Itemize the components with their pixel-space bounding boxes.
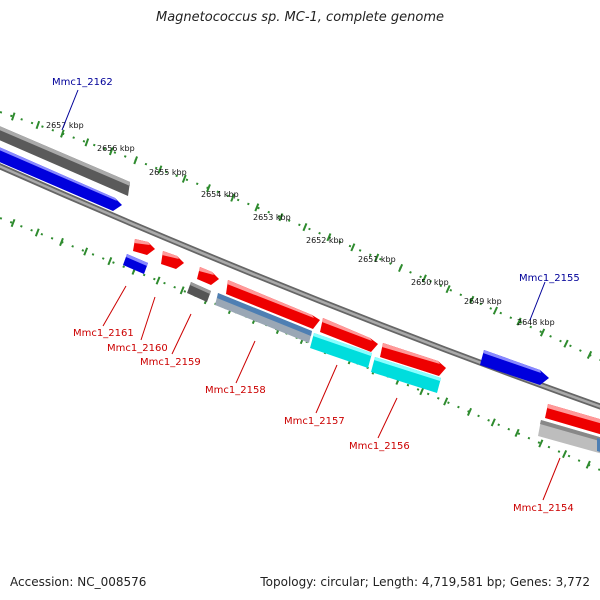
feature-gray-outer	[0, 126, 130, 196]
major-tick	[398, 263, 404, 273]
major-tick	[586, 350, 593, 359]
major-tick	[538, 439, 544, 448]
feature-mmc1-2159	[197, 267, 219, 285]
major-tick	[443, 397, 449, 406]
major-tick	[374, 253, 380, 262]
scale-label: 2651 kbp	[358, 255, 396, 264]
major-tick	[326, 233, 332, 242]
scale-label: 2655 kbp	[149, 168, 187, 177]
major-tick	[59, 237, 64, 247]
feature-mmc1-2158	[226, 280, 320, 329]
scale-label: 2653 kbp	[253, 213, 291, 222]
map-title: Magnetococcus sp. MC-1, complete genome	[155, 10, 445, 25]
major-tick	[445, 285, 451, 294]
major-tick	[350, 243, 356, 252]
major-tick	[278, 213, 284, 222]
leader-lines	[61, 89, 561, 501]
scale-labels: 2657 kbp 2656 kbp 2655 kbp 2654 kbp 2653…	[46, 121, 555, 327]
feature-mmc1-2155	[480, 350, 549, 385]
gene-labels: Mmc1_2162 Mmc1_2161 Mmc1_2160 Mmc1_2159 …	[52, 77, 580, 514]
major-tick	[421, 274, 427, 283]
gene-label-mmc1-2156: Mmc1_2156	[349, 441, 410, 452]
major-tick	[585, 460, 591, 469]
genome-summary-text: Topology: circular; Length: 4,719,581 bp…	[260, 575, 590, 589]
scale-label: 2657 kbp	[46, 121, 84, 130]
scale-label: 2654 kbp	[201, 190, 239, 199]
major-tick	[466, 407, 473, 416]
gene-label-mmc1-2155: Mmc1_2155	[519, 273, 580, 284]
feature-mmc1-2162	[0, 147, 122, 211]
major-tick	[302, 223, 308, 232]
major-tick	[469, 295, 475, 304]
major-tick	[10, 218, 16, 228]
feature-mmc1-2156	[380, 343, 446, 376]
major-tick	[34, 228, 40, 237]
major-tick	[492, 306, 499, 315]
tick-ring-lower	[0, 217, 600, 471]
feature-mmc1-2160	[161, 251, 184, 269]
feature-gray-small	[187, 282, 211, 302]
major-tick	[206, 184, 211, 193]
scale-label: 2650 kbp	[411, 278, 449, 287]
feature-cyan-a	[310, 333, 372, 368]
major-tick	[107, 257, 113, 266]
feature-steel-band	[215, 293, 312, 343]
gene-label-mmc1-2162: Mmc1_2162	[52, 77, 113, 88]
gene-label-mmc1-2161: Mmc1_2161	[73, 328, 134, 339]
feature-gray-right	[538, 420, 600, 454]
major-tick	[60, 129, 65, 138]
major-tick	[539, 328, 546, 337]
major-tick	[35, 120, 41, 130]
scale-label: 2656 kbp	[97, 144, 135, 153]
gene-label-mmc1-2160: Mmc1_2160	[107, 343, 168, 354]
scale-label: 2649 kbp	[464, 297, 502, 306]
gene-label-mmc1-2154: Mmc1_2154	[513, 503, 574, 514]
major-tick	[230, 193, 236, 202]
major-tick	[254, 203, 260, 212]
feature-mmc1-2157	[320, 318, 378, 352]
feature-mmc1-2161	[133, 239, 155, 255]
accession-text: Accession: NC_008576	[10, 575, 147, 589]
major-tick	[155, 276, 161, 285]
gene-label-mmc1-2157: Mmc1_2157	[284, 416, 345, 427]
major-tick	[181, 174, 187, 183]
gene-label-mmc1-2158: Mmc1_2158	[205, 385, 266, 396]
major-tick	[133, 156, 138, 165]
major-tick	[179, 286, 185, 295]
scale-label: 2652 kbp	[306, 236, 344, 245]
feature-cyan-b	[371, 357, 441, 393]
major-tick	[157, 165, 163, 174]
feature-blue-small	[123, 254, 148, 274]
gene-label-mmc1-2159: Mmc1_2159	[140, 357, 201, 368]
major-tick	[419, 387, 425, 396]
major-tick	[563, 339, 569, 348]
scale-label: 2648 kbp	[517, 318, 555, 327]
major-tick	[514, 428, 520, 437]
major-tick	[84, 138, 90, 147]
major-tick	[108, 147, 114, 156]
major-tick	[83, 247, 89, 256]
major-tick	[516, 317, 522, 326]
feature-mmc1-2154-right	[545, 404, 600, 435]
major-tick	[490, 418, 496, 427]
major-tick	[11, 112, 16, 121]
major-tick	[562, 450, 568, 459]
